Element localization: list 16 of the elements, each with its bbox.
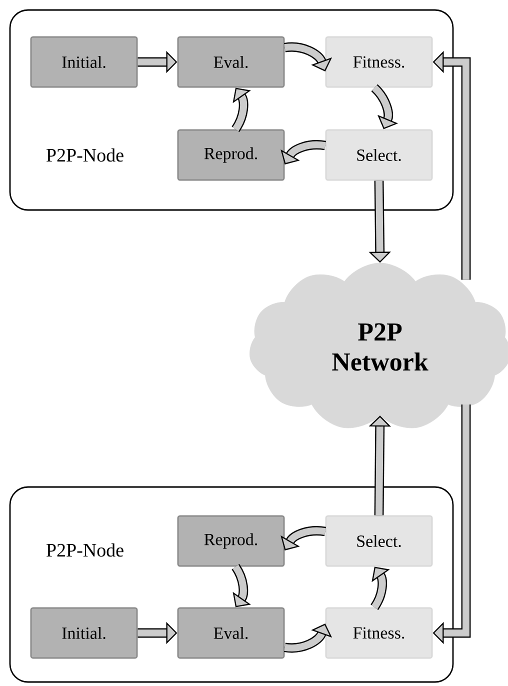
block-arrow	[232, 564, 251, 608]
block-arrow	[280, 526, 326, 550]
block-arrow	[371, 84, 398, 130]
process-box: Select.	[325, 515, 433, 567]
process-box: Fitness.	[325, 36, 433, 88]
process-box: Select.	[325, 129, 433, 181]
block-arrow	[284, 42, 332, 72]
network-cloud: P2P Network	[250, 262, 508, 428]
process-box: Initial.	[30, 36, 138, 88]
process-box: Eval.	[177, 607, 285, 659]
process-box: Fitness.	[325, 607, 433, 659]
process-box: Reprod.	[177, 515, 285, 567]
process-box: Eval.	[177, 36, 285, 88]
process-box: Initial.	[30, 607, 138, 659]
block-arrow	[280, 140, 326, 164]
process-box: Reprod.	[177, 129, 285, 181]
